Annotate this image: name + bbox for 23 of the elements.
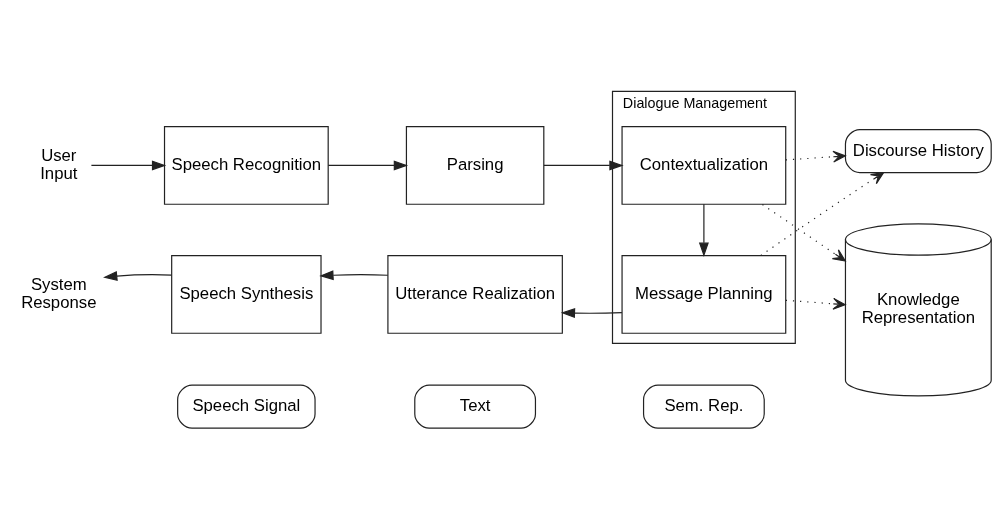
node-box: Speech Recognition	[163, 125, 329, 205]
node-box: Speech Signal	[177, 384, 316, 429]
arrow	[698, 203, 709, 257]
node-box: Sem. Rep.	[642, 384, 765, 429]
node-text: System Response	[21, 274, 97, 312]
arrow	[785, 150, 846, 163]
node-box: Discourse History	[844, 128, 992, 173]
arrow	[103, 270, 173, 281]
arrow	[760, 171, 885, 256]
node-box: Utterance Realization	[387, 254, 563, 334]
node-box: Text	[414, 384, 537, 429]
arrow	[761, 203, 846, 262]
arrow	[543, 159, 624, 170]
arrow	[327, 159, 409, 170]
arrow	[560, 307, 623, 318]
arrow	[319, 269, 389, 280]
arrow	[90, 159, 167, 170]
node-box: Contextualization	[621, 125, 787, 205]
node-text: User Input	[40, 145, 78, 183]
node-box: Speech Synthesis	[171, 254, 322, 334]
arrow	[785, 297, 846, 310]
node-box: Message Planning	[621, 254, 787, 334]
node-box: Parsing	[405, 125, 545, 205]
